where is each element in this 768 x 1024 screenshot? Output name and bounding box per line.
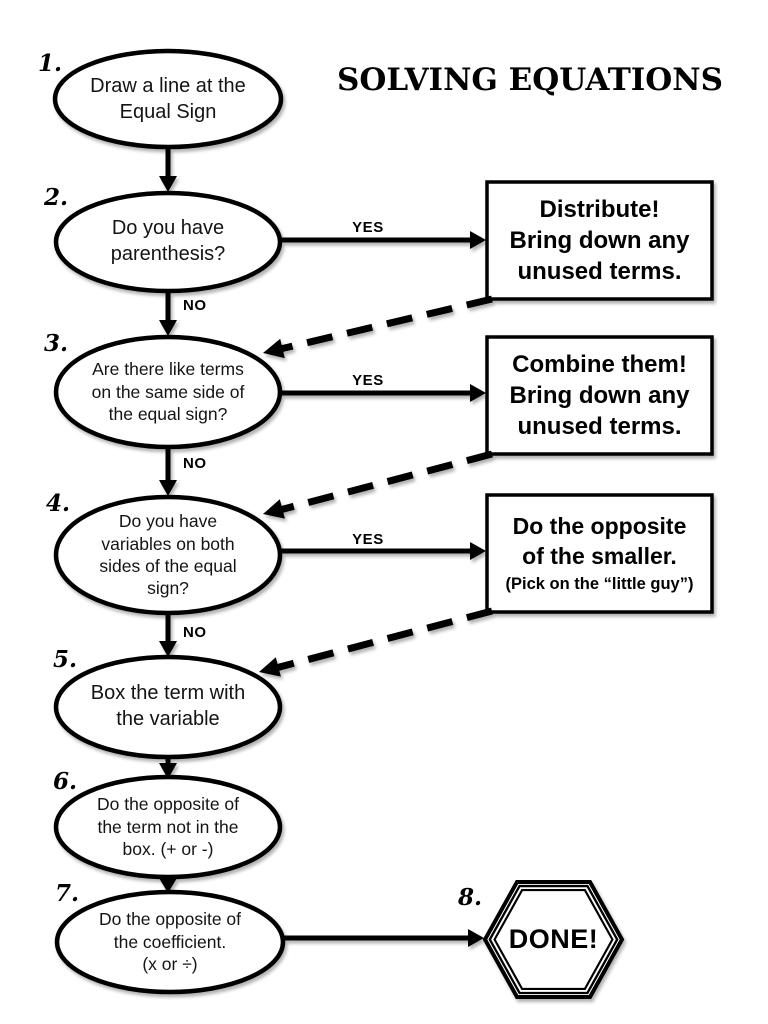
down-arrowheads (159, 176, 177, 893)
oval-text-step-6: Do the opposite of the term not in the b… (96, 794, 240, 860)
oval-text-step-3: Are there like terms on the same side of… (91, 359, 245, 425)
step-1-number: 1. (38, 50, 63, 77)
yes-label-1: YES (352, 219, 384, 236)
no-label-2: NO (183, 455, 207, 472)
no-label-1: NO (183, 297, 207, 314)
yes-label-3: YES (352, 531, 384, 548)
box-combine (485, 335, 714, 456)
step-5-number: 5. (53, 646, 78, 673)
dashed-return-arrows (271, 295, 493, 673)
no-label-3: NO (183, 624, 207, 641)
oval-text-step-1: Draw a line at the Equal Sign (90, 75, 246, 123)
yes-arrows (280, 237, 470, 941)
step-8-number: 8. (458, 884, 483, 911)
box-distribute (485, 180, 714, 301)
box-opposite (485, 493, 714, 614)
box-opposite-main-label: Do the opposite of the smaller. (512, 512, 687, 569)
box-opposite-sub-label: (Pick on the “little guy”) (505, 574, 694, 593)
hexagon-done (482, 880, 625, 999)
oval-text-step-4: Do you have variables on both sides of t… (99, 511, 237, 599)
box-text-opposite: Do the opposite of the smaller. (Pick on… (487, 495, 712, 612)
box-distribute-label: Distribute! Bring down any unused terms. (509, 195, 690, 286)
step-7-number: 7. (55, 880, 80, 907)
yes-arrowheads (468, 231, 486, 947)
step-4-number: 4. (46, 490, 71, 517)
box-text-combine: Combine them! Bring down any unused term… (487, 337, 712, 454)
step-3-number: 3. (44, 330, 69, 357)
box-combine-label: Combine them! Bring down any unused term… (509, 350, 690, 441)
oval-step-7 (54, 889, 286, 995)
dashed-arrowheads (259, 338, 285, 677)
page-title: SOLVING EQUATIONS (337, 62, 724, 98)
box-text-distribute: Distribute! Bring down any unused terms. (487, 182, 712, 299)
done-label: DONE! (508, 924, 599, 954)
oval-text-step-7: Do the opposite of the coefficient. (x o… (98, 909, 242, 975)
yes-label-2: YES (352, 372, 384, 389)
oval-text-step-2: Do you have parenthesis? (110, 217, 226, 265)
step-6-number: 6. (53, 768, 78, 795)
oval-text-step-5: Box the term with the variable (90, 682, 246, 730)
step-2-number: 2. (44, 184, 69, 211)
